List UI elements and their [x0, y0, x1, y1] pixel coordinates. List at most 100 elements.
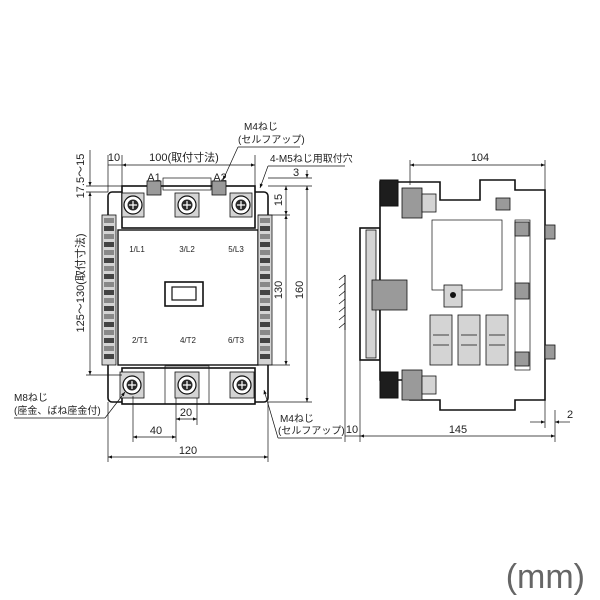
label-5-l3: 5/L3	[228, 245, 244, 254]
dim-2: 2	[567, 409, 573, 421]
side-right-tab-bottom	[544, 344, 556, 360]
label-6-t3: 6/T3	[228, 336, 245, 345]
strip-mark	[260, 322, 270, 327]
strip-mark	[260, 306, 270, 311]
note-m4-top-1: M4ねじ	[244, 121, 278, 133]
screw-l2-icon	[174, 192, 200, 218]
label-a2: A2	[213, 172, 226, 184]
note-m4-bottom-1: M4ねじ	[280, 413, 314, 425]
strip-mark	[260, 258, 270, 263]
strip-mark	[260, 314, 270, 319]
strip-mark	[104, 338, 114, 343]
strip-mark	[260, 346, 270, 351]
coil-terminal-a1	[146, 180, 162, 196]
side-bottom-screw-body	[379, 371, 399, 399]
strip-mark	[260, 218, 270, 223]
side-contact-3	[485, 314, 509, 366]
side-screw-bottom-1-icon	[401, 369, 437, 401]
strip-mark	[260, 298, 270, 303]
strip-mark	[260, 338, 270, 343]
dim-3: 3	[293, 167, 299, 179]
strip-mark	[104, 218, 114, 223]
note-m4-top-2: (セルフアップ)	[238, 134, 305, 146]
dim-10-side: 10	[346, 424, 358, 436]
unit-label: (mm)	[506, 558, 585, 596]
dim-145: 145	[449, 424, 467, 436]
strip-mark	[104, 242, 114, 247]
strip-mark	[260, 226, 270, 231]
dim-10-top: 10	[108, 152, 120, 164]
strip-mark	[260, 250, 270, 255]
strip-mark	[260, 282, 270, 287]
strip-mark	[260, 354, 270, 359]
side-top-screw-body	[379, 179, 399, 207]
strip-mark	[104, 298, 114, 303]
strip-mark	[104, 282, 114, 287]
side-screw-top-2-icon	[495, 197, 511, 211]
dim-120: 120	[179, 445, 197, 457]
strip-mark	[104, 250, 114, 255]
side-aux-dot	[450, 292, 456, 298]
strip-mark	[260, 274, 270, 279]
strip-mark	[104, 322, 114, 327]
right-strip-marks	[260, 218, 270, 359]
screw-l1-icon	[121, 192, 145, 218]
strip-mark	[260, 290, 270, 295]
screw-t2-icon	[174, 371, 200, 399]
strip-mark	[104, 234, 114, 239]
dim-20: 20	[180, 407, 192, 419]
strip-mark	[260, 266, 270, 271]
screw-t3-icon	[229, 371, 255, 399]
screw-l3-icon	[229, 192, 253, 218]
front-view: 1/L1 3/L2 5/L3 2/T1 4/T2 6/T3 A1 A2	[101, 172, 273, 405]
side-mount-clip	[371, 279, 408, 311]
screw-t1-icon	[119, 371, 145, 399]
note-m4-bottom-2: (セルフアップ)	[278, 425, 345, 437]
strip-mark	[104, 306, 114, 311]
strip-mark	[260, 242, 270, 247]
strip-mark	[104, 314, 114, 319]
side-view	[338, 179, 556, 411]
strip-mark	[104, 226, 114, 231]
side-screw-top-1-icon	[401, 187, 437, 219]
dim-17-5-15: 17.5～15	[75, 154, 87, 199]
strip-mark	[104, 266, 114, 271]
strip-mark	[260, 330, 270, 335]
dim-15: 15	[273, 194, 285, 206]
label-3-l2: 3/L2	[179, 245, 195, 254]
coil-bridge	[162, 177, 212, 191]
side-rail-screw-top	[514, 221, 530, 237]
strip-mark	[104, 290, 114, 295]
side-dimensions: 104 10 145 2	[344, 152, 573, 442]
label-2-t1: 2/T1	[132, 336, 149, 345]
side-contact-1	[429, 314, 453, 366]
label-4-t2: 4/T2	[180, 336, 197, 345]
strip-mark	[104, 346, 114, 351]
front-notes: M4ねじ (セルフアップ) 4-M5ねじ用取付穴 M8ねじ (座金、ばね座金付)…	[14, 121, 353, 439]
dim-130: 130	[273, 281, 285, 299]
strip-mark	[260, 234, 270, 239]
strip-mark	[104, 258, 114, 263]
left-strip-marks	[104, 218, 114, 359]
indicator-inner	[171, 286, 197, 301]
front-dimensions: 10 100(取付寸法) 17.5～15 125～130(取付寸法) 3 15 …	[73, 150, 312, 462]
note-m8-2: (座金、ばね座金付)	[14, 404, 101, 417]
dim-100-mount: 100(取付寸法)	[149, 150, 219, 164]
strip-mark	[104, 354, 114, 359]
coil-terminal-a2	[211, 180, 227, 196]
side-contact-2	[457, 314, 481, 366]
label-a1: A1	[147, 172, 160, 184]
dim-104: 104	[471, 152, 489, 164]
note-m8-1: M8ねじ	[14, 392, 48, 404]
label-1-l1: 1/L1	[129, 245, 145, 254]
dim-125-130-mount: 125～130(取付寸法)	[73, 233, 87, 332]
dim-160: 160	[294, 281, 306, 299]
dim-40: 40	[150, 425, 162, 437]
side-right-tab-top	[544, 224, 556, 240]
note-m5-holes: 4-M5ねじ用取付穴	[270, 152, 353, 165]
strip-mark	[104, 330, 114, 335]
side-rail-screw-bottom	[514, 351, 530, 367]
center-bottom-bracket	[164, 365, 210, 405]
side-coil-area	[431, 219, 503, 291]
